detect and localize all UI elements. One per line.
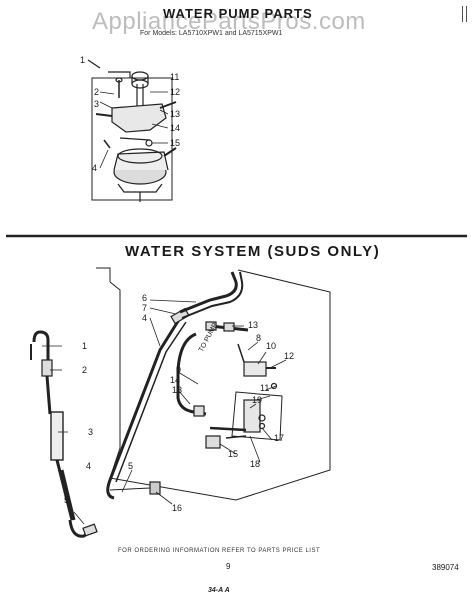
callout-water-18: 18 <box>250 459 261 469</box>
callout-pump-12: 12 <box>170 87 181 97</box>
callout-water-4b: 4 <box>142 313 148 323</box>
callout-pump-14: 14 <box>170 123 181 133</box>
callout-water-8: 8 <box>256 333 262 343</box>
callout-pump-11: 11 <box>170 72 180 82</box>
callout-water-16: 16 <box>172 503 183 513</box>
callout-water-10: 10 <box>266 341 277 351</box>
callout-water-3: 3 <box>88 427 94 437</box>
callout-water-19: 19 <box>252 395 263 405</box>
callout-water-1: 1 <box>82 341 88 351</box>
callout-water-9: 9 <box>176 365 182 375</box>
pump-section-models: For Models: LA5710XPW1 and LA5715XPW1 <box>140 30 283 37</box>
pump-section-title: WATER PUMP PARTS <box>163 6 313 21</box>
callout-water-17: 17 <box>274 433 285 443</box>
callout-water-4a: 4 <box>86 461 92 471</box>
callout-water-6: 6 <box>142 293 148 303</box>
callout-water-5a: 5 <box>64 495 70 505</box>
callout-pump-15: 15 <box>170 138 181 148</box>
callout-water-5b: 5 <box>128 461 134 471</box>
callout-pump-2: 2 <box>94 87 100 97</box>
callout-water-13a: 13 <box>248 320 259 330</box>
bottom-mark: 34-A A <box>208 587 230 594</box>
ordering-info: FOR ORDERING INFORMATION REFER TO PARTS … <box>118 548 321 554</box>
callout-pump-13: 13 <box>170 109 181 119</box>
callout-pump-3: 3 <box>94 99 100 109</box>
callout-water-15: 15 <box>228 449 239 459</box>
page-number: 9 <box>226 562 231 571</box>
diagram-code: 389074 <box>432 563 459 572</box>
water-section-title: WATER SYSTEM (SUDS ONLY) <box>125 243 381 260</box>
callout-water-2: 2 <box>82 365 88 375</box>
callout-water-13b: 13 <box>172 385 183 395</box>
watermark: AppliancePartsPros.com <box>92 8 366 35</box>
callout-water-7: 7 <box>142 303 148 313</box>
callout-water-12: 12 <box>284 351 295 361</box>
corner-mark <box>462 6 467 22</box>
callout-pump-4: 4 <box>92 163 98 173</box>
callout-water-14: 14 <box>170 375 181 385</box>
callout-pump-1: 1 <box>80 55 86 65</box>
callout-water-11: 11 <box>260 383 270 393</box>
